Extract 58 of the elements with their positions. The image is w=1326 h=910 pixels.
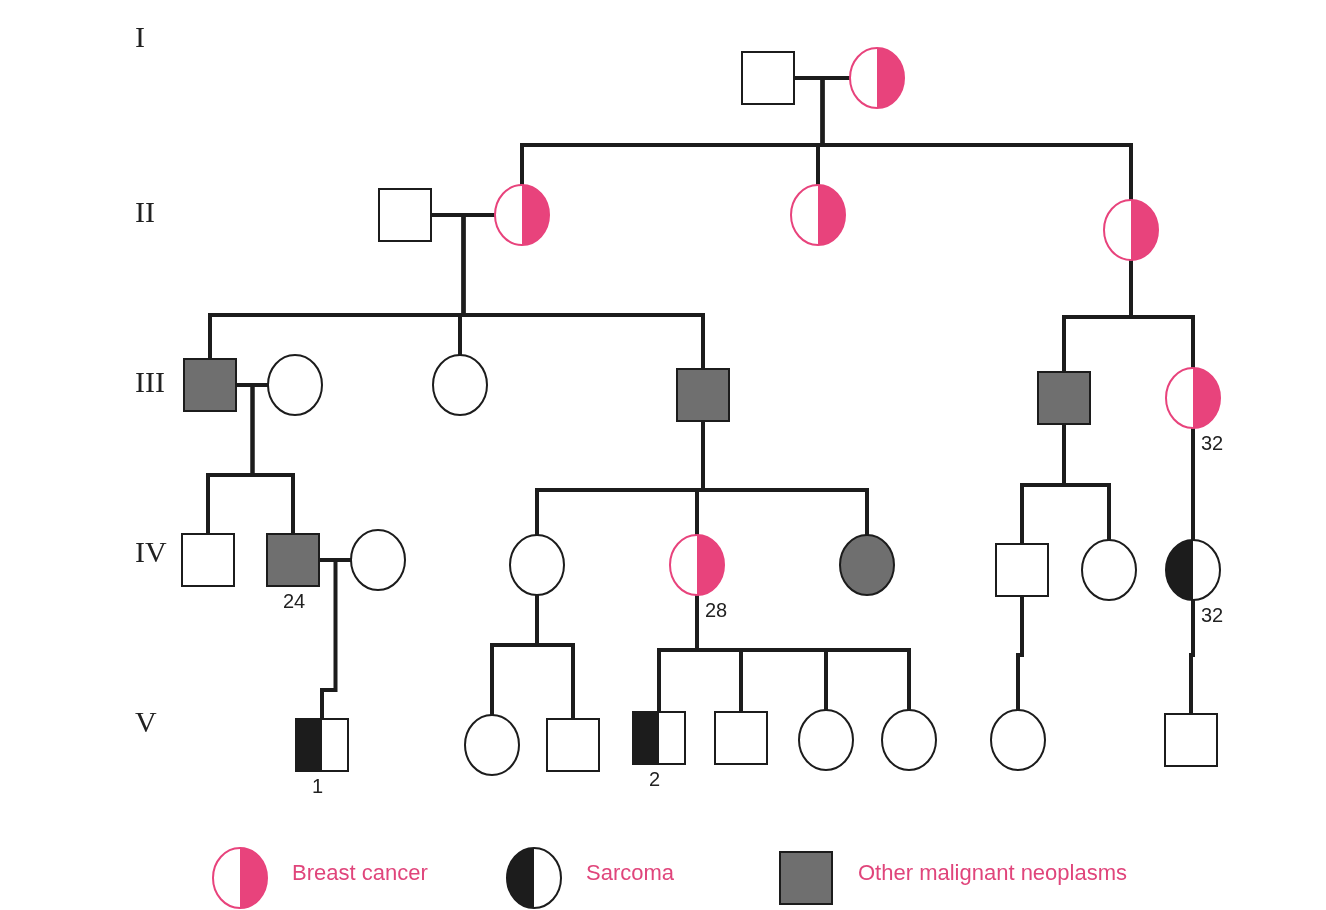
female-circle-symbol [990,708,1046,772]
pedigree-line [250,387,295,534]
female-circle-symbol [494,183,550,247]
female-circle-symbol [1165,538,1221,602]
male-square-symbol [1163,712,1219,768]
female-circle-symbol [881,708,937,772]
generation-numeral: III [135,365,165,399]
female-circle-symbol [1081,538,1137,602]
male-square-symbol [265,532,321,588]
male-square-symbol [180,532,236,588]
female-circle-symbol [849,46,905,110]
male-square-symbol [631,710,687,766]
female-circle-symbol [790,183,846,247]
female-circle-symbol [509,533,565,597]
female-circle-symbol [350,528,406,592]
female-circle-symbol [267,353,323,417]
pedigree-line [461,217,705,369]
age-label: 24 [283,590,306,613]
pedigree-line [236,383,268,387]
female-circle-symbol [432,353,488,417]
male-square-symbol [675,367,731,423]
female-circle-symbol [839,533,895,597]
age-label: 28 [705,599,728,622]
pedigree-line [701,421,869,535]
male-square-symbol [713,710,769,766]
generation-numeral: V [135,705,157,739]
pedigree-line [1016,596,1024,710]
female-circle-symbol [669,533,725,597]
pedigree-line [320,562,338,719]
pedigree-line [1062,424,1111,540]
female-circle-symbol [1165,366,1221,430]
pedigree-line [1129,260,1195,368]
generation-numeral: IV [135,535,167,569]
generation-numeral: I [135,20,145,54]
age-label: 2 [649,768,661,791]
male-square-symbol [182,357,238,413]
pedigree-line [1189,600,1195,714]
male-square-symbol [294,717,350,773]
pedigree-line [1191,428,1195,540]
male-square-symbol [740,50,796,106]
pedigree-line [319,558,351,562]
male-square-symbol [1036,370,1092,426]
legend-label: Breast cancer [292,860,428,886]
male-square-symbol [994,542,1050,598]
age-label: 32 [1201,432,1224,455]
pedigree-line [431,213,495,217]
pedigree-line [820,80,1133,200]
age-label: 1 [312,775,324,798]
age-label: 32 [1201,604,1224,627]
legend-label: Other malignant neoplasms [858,860,1128,886]
female-circle-symbol [464,713,520,777]
generation-numeral: II [135,195,155,229]
male-square-symbol [377,187,433,243]
female-circle-symbol [1103,198,1159,262]
female-circle-symbol [798,708,854,772]
male-square-symbol [545,717,601,773]
pedigree-line [794,76,850,80]
legend-label: Sarcoma [586,860,675,886]
